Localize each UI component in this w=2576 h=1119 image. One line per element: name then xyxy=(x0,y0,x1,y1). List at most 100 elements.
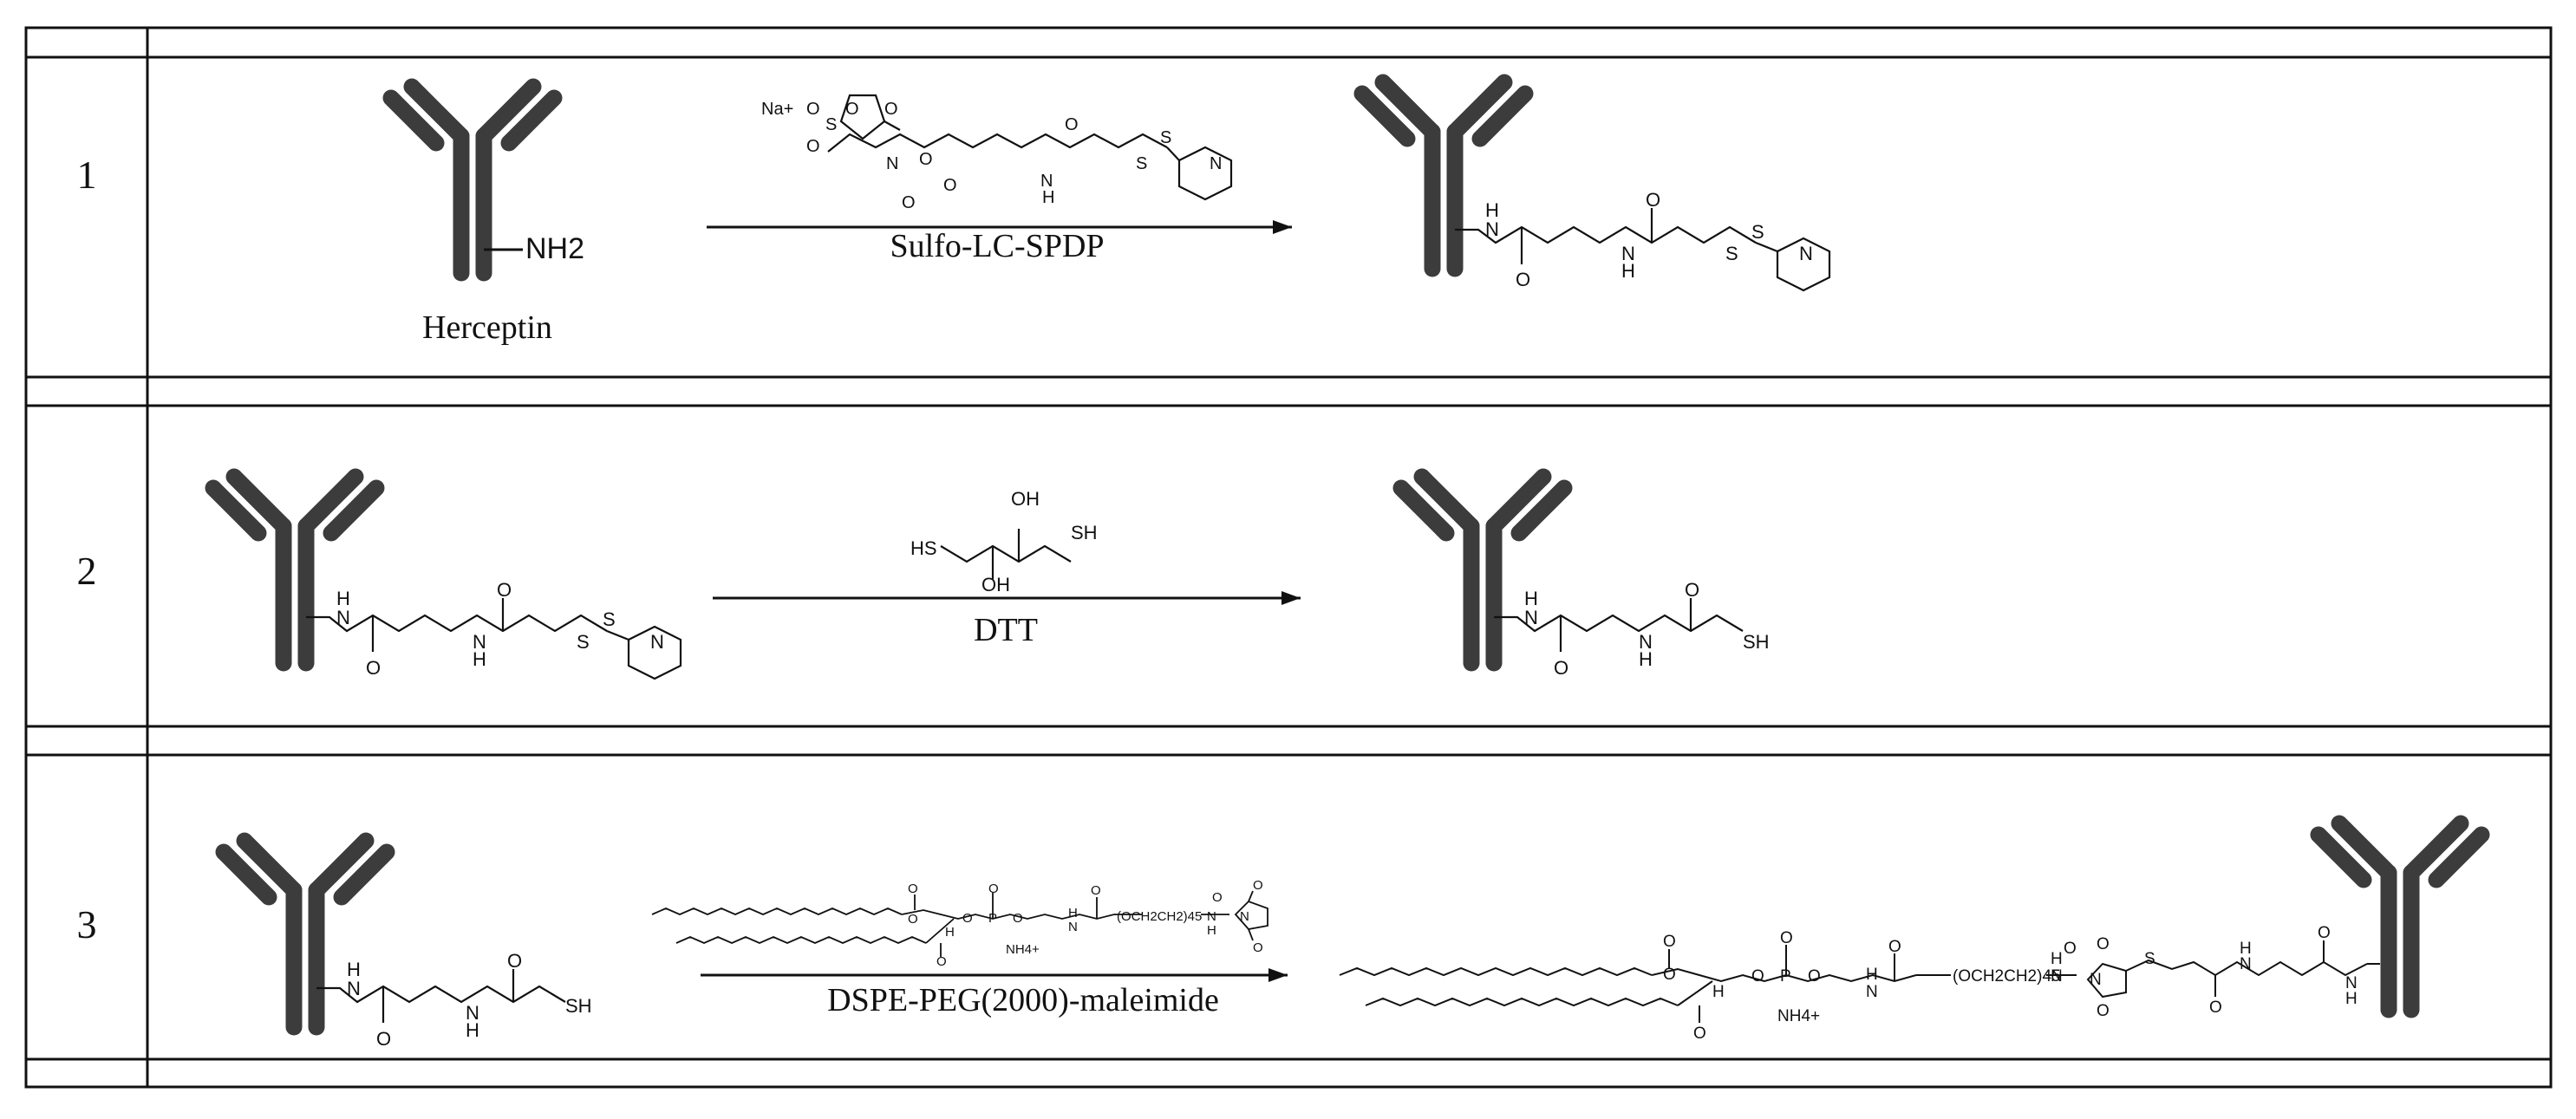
svg-text:N: N xyxy=(1866,983,1878,1001)
svg-text:O: O xyxy=(376,1028,391,1050)
svg-text:P: P xyxy=(988,911,997,926)
svg-text:O: O xyxy=(1646,189,1660,211)
dspe-peg-maleimide-atoms: O O H O O P O O NH4+ H N O (OCH2CH2)45 N… xyxy=(908,878,1263,969)
svg-text:H: H xyxy=(1621,260,1635,282)
step-number-3: 3 xyxy=(76,902,97,947)
svg-text:O: O xyxy=(936,954,947,969)
svg-text:O: O xyxy=(2097,1002,2110,1020)
svg-text:N: N xyxy=(1639,631,1653,653)
svg-text:O: O xyxy=(1780,929,1793,947)
svg-text:N: N xyxy=(2090,971,2102,989)
svg-text:H: H xyxy=(2240,940,2252,958)
svg-text:(OCH2CH2)45: (OCH2CH2)45 xyxy=(1117,909,1202,924)
dtt-atoms: OH HS SH OH xyxy=(910,488,1098,595)
svg-text:O: O xyxy=(366,657,381,679)
svg-text:SH: SH xyxy=(1743,631,1770,653)
svg-text:O: O xyxy=(1091,883,1101,898)
svg-text:N: N xyxy=(886,154,898,173)
svg-text:S: S xyxy=(577,631,590,653)
svg-text:O: O xyxy=(1516,269,1530,290)
sulfo-lc-spdp-structure xyxy=(827,94,1233,201)
svg-text:N: N xyxy=(1210,154,1222,173)
svg-text:H: H xyxy=(336,588,350,609)
svg-text:O: O xyxy=(962,911,973,926)
svg-text:O: O xyxy=(2064,940,2077,958)
svg-text:N: N xyxy=(1485,218,1499,240)
svg-text:N: N xyxy=(466,1002,479,1024)
svg-text:O: O xyxy=(1808,967,1821,986)
svg-text:(OCH2CH2)45: (OCH2CH2)45 xyxy=(1953,967,2061,986)
row-2-product-linker xyxy=(1494,598,1744,652)
svg-text:H: H xyxy=(347,959,361,980)
row-2-product-atoms: H N O N H O SH xyxy=(1524,579,1770,679)
svg-text:H: H xyxy=(2051,950,2063,968)
reagent-label-dtt: DTT xyxy=(974,612,1038,648)
svg-text:HS: HS xyxy=(910,537,937,559)
svg-text:NH4+: NH4+ xyxy=(1006,942,1040,957)
row-2-product-antibody-icon xyxy=(1401,477,1564,663)
final-product-antibody-icon xyxy=(2318,823,2481,1010)
svg-text:SH: SH xyxy=(1071,522,1098,543)
svg-text:H: H xyxy=(1639,648,1653,670)
svg-text:N: N xyxy=(1207,909,1216,924)
row-2-start-atoms: H N O N H O S S N xyxy=(336,579,664,679)
svg-text:N: N xyxy=(336,607,350,628)
svg-text:O: O xyxy=(1663,966,1676,984)
svg-text:P: P xyxy=(1780,967,1791,986)
svg-text:H: H xyxy=(1524,588,1538,609)
svg-text:O: O xyxy=(1253,940,1263,955)
svg-text:S: S xyxy=(1725,243,1738,264)
svg-text:Na+: Na+ xyxy=(761,100,793,119)
svg-text:N: N xyxy=(2240,955,2252,973)
svg-text:N: N xyxy=(2051,967,2063,986)
svg-text:O: O xyxy=(2097,935,2110,953)
svg-text:N: N xyxy=(650,631,664,653)
svg-text:O: O xyxy=(845,100,859,119)
dtt-structure xyxy=(940,529,1072,579)
row-2-start-linker xyxy=(306,598,682,680)
svg-text:N: N xyxy=(1240,909,1249,924)
product-1-atoms: H N O N H O S S N xyxy=(1485,189,1813,290)
svg-text:N: N xyxy=(2345,974,2358,992)
svg-text:O: O xyxy=(497,579,512,601)
row-3-start-linker xyxy=(316,969,566,1023)
svg-text:H: H xyxy=(1207,923,1216,938)
svg-text:OH: OH xyxy=(1011,488,1040,510)
reagent-label-dspe-peg-maleimide: DSPE-PEG(2000)-maleimide xyxy=(827,982,1219,1018)
svg-text:O: O xyxy=(908,912,918,927)
svg-text:O: O xyxy=(1663,933,1676,951)
svg-text:N: N xyxy=(473,631,486,653)
svg-text:OH: OH xyxy=(981,574,1010,595)
svg-text:S: S xyxy=(2144,950,2155,968)
final-product-atoms: O O H O O P O O NH4+ H N O (OCH2CH2)45 N… xyxy=(1663,924,2358,1043)
svg-text:H: H xyxy=(466,1019,479,1041)
svg-text:SH: SH xyxy=(565,995,592,1017)
table-grid xyxy=(24,26,2553,1089)
svg-text:O: O xyxy=(1888,938,1901,956)
svg-text:O: O xyxy=(806,100,820,119)
svg-text:H: H xyxy=(1485,199,1499,221)
svg-text:H: H xyxy=(945,925,955,940)
final-product-structure xyxy=(1339,940,2380,1023)
svg-text:N: N xyxy=(1524,607,1538,628)
svg-text:O: O xyxy=(988,882,999,896)
row-3-start-atoms: H N O N H O SH xyxy=(347,950,592,1050)
svg-text:O: O xyxy=(902,193,916,212)
svg-text:H: H xyxy=(473,648,486,670)
svg-text:H: H xyxy=(1042,188,1054,207)
svg-text:NH4+: NH4+ xyxy=(1777,1007,1820,1025)
herceptin-label: Herceptin xyxy=(422,309,552,346)
svg-text:O: O xyxy=(1013,911,1023,926)
svg-text:O: O xyxy=(919,150,933,169)
svg-text:H: H xyxy=(1068,906,1078,921)
svg-text:O: O xyxy=(943,176,957,195)
svg-text:O: O xyxy=(1065,115,1079,134)
svg-text:O: O xyxy=(1693,1025,1706,1043)
step-number-2: 2 xyxy=(76,549,97,593)
svg-text:H: H xyxy=(1712,983,1725,1001)
svg-text:O: O xyxy=(1212,890,1223,905)
reagent-label-sulfo-lc-spdp: Sulfo-LC-SPDP xyxy=(890,228,1105,264)
step-number-1: 1 xyxy=(76,153,97,197)
dspe-peg-maleimide-structure xyxy=(651,890,1268,957)
